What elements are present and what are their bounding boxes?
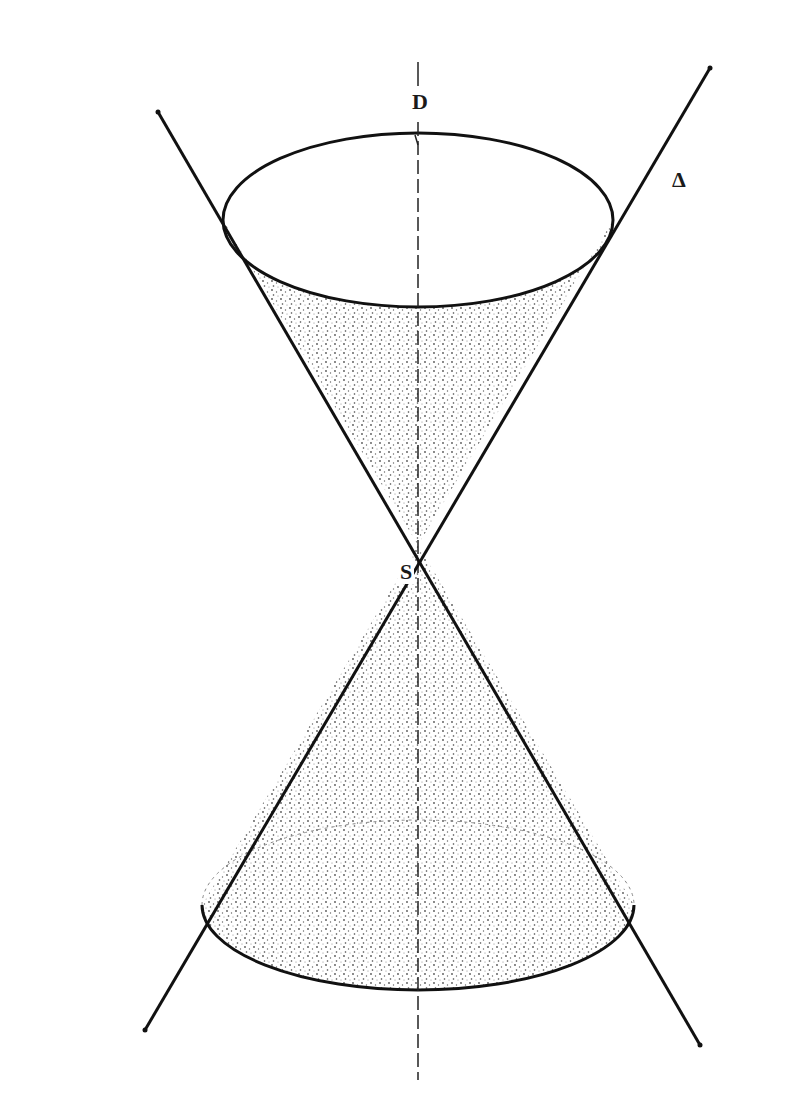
line-end xyxy=(698,1043,703,1048)
line-end xyxy=(156,110,161,115)
apex-label: S xyxy=(398,560,414,584)
axis xyxy=(417,122,419,1080)
line-end xyxy=(143,1028,148,1033)
axis-label: D xyxy=(410,90,430,114)
generatrix xyxy=(158,112,700,1045)
tick xyxy=(415,135,418,145)
axis-top xyxy=(417,62,419,86)
generatrix-delta xyxy=(145,68,710,1030)
line-end xyxy=(708,66,713,71)
generatrix-label: Δ xyxy=(670,168,688,192)
